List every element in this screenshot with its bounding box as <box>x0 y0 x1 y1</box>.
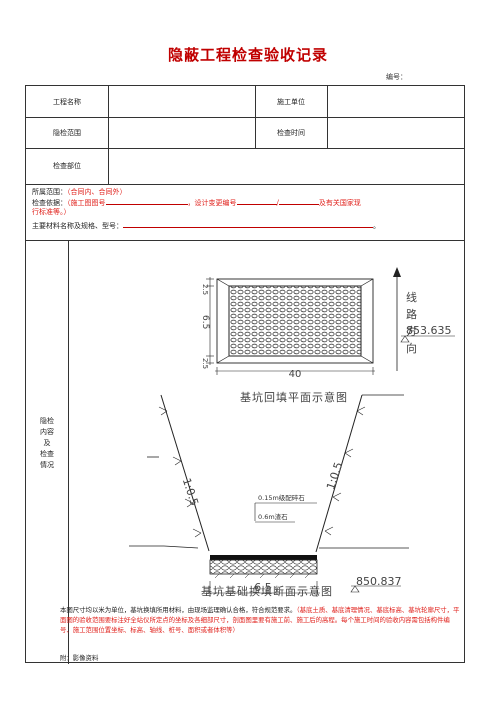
side-label-line: 检查 <box>40 450 54 458</box>
inspection-time-field[interactable] <box>327 117 466 148</box>
elevation-top: 853.635 <box>406 324 452 337</box>
layer-gravel-label: 0.15m级配碎石 <box>258 493 305 502</box>
material-label: 主要材料名称及规格、型号： <box>32 222 123 230</box>
plan-outer-rect <box>216 278 374 364</box>
plan-dim-mid: 6.5 <box>200 315 210 329</box>
notes: 本图尺寸均以米为单位，基坑换填所用材料，由现场监理确认合格，符合规范要求。（基底… <box>60 605 460 635</box>
construction-unit-label: 施工单位 <box>277 97 305 106</box>
left-slope <box>160 394 210 552</box>
plan-view-title: 基坑回填平面示意图 <box>240 390 348 404</box>
doc-number-label: 编号： <box>386 73 407 81</box>
project-name-label: 工程名称 <box>53 97 81 106</box>
plan-dim-width: 40 <box>289 369 302 380</box>
inspection-part-label: 检查部位 <box>53 162 81 170</box>
range-value: （合同内、合同外） <box>67 188 127 196</box>
basis-label: 检查依据： <box>32 199 67 207</box>
side-label-line: 情况 <box>40 461 54 469</box>
side-label-line: 及 <box>43 439 51 447</box>
range-label: 所属范围： <box>32 188 67 196</box>
inspection-scope-label: 隐检范围 <box>53 128 81 137</box>
construction-unit-field[interactable] <box>327 86 466 117</box>
content-side-label: 隐检 内容 及 检查 情况 <box>26 416 68 471</box>
basis-slash: / <box>276 199 279 207</box>
section-view-title: 基坑基础换填断面示意图 <box>201 585 333 598</box>
layer-stone-label: 0.6m渣石 <box>258 512 288 521</box>
inspection-time-label: 检查时间 <box>277 128 305 137</box>
note-red: （基底土质、基底清理情况、基底标高、基坑轮廓尺寸，平面图的验收范围要标注好全站仪… <box>60 606 460 634</box>
right-slope <box>315 394 363 553</box>
slope-right-label: 1:0.5 <box>324 460 345 491</box>
drawings: 2.5 6.5 2.5 40 线 路 方 向 基坑回填平面示意图 <box>129 267 455 597</box>
graded-gravel-layer <box>210 555 317 560</box>
note-black: 本图尺寸均以米为单位，基坑换填所用材料，由现场监理确认合格，符合规范要求。 <box>60 606 297 614</box>
inspection-part-field[interactable] <box>108 148 466 184</box>
plan-dim-top: 2.5 <box>201 284 209 295</box>
section-bottom-width: 6.5 <box>254 581 272 594</box>
material-line: 主要材料名称及规格、型号： 。 <box>32 220 380 231</box>
basis-change: ，设计变更编号 <box>187 199 237 207</box>
change-no-blank-2[interactable] <box>278 197 319 205</box>
basis-national: 及有关国家现 <box>318 199 361 207</box>
project-name-field[interactable] <box>108 86 255 117</box>
side-label-line: 内容 <box>40 428 54 436</box>
basis-national-cont: 行标准等。） <box>32 208 71 216</box>
plan-dim-bottom: 2.5 <box>201 358 209 369</box>
material-end: 。 <box>373 222 380 230</box>
plan-fill-area <box>228 285 362 357</box>
side-label-line: 隐检 <box>40 417 54 425</box>
drawing-no-blank[interactable] <box>105 197 188 205</box>
inspection-scope-field[interactable] <box>108 117 255 148</box>
route-direction-label: 线 路 方 向 <box>406 290 421 355</box>
appendix-label: 附：影像资料 <box>60 654 99 662</box>
section-view: 0.15m级配碎石 0.6m渣石 1:0.5 1:0.5 853.635 850… <box>129 324 455 597</box>
change-no-blank-1[interactable] <box>236 197 277 205</box>
basis-line: 检查依据：（施工图图号 ，设计变更编号 / 及有关国家现 <box>32 197 361 208</box>
inspection-form: 工程名称 施工单位 隐检范围 检查时间 检查部位 所属范围：（合同内、合同外） … <box>25 85 466 664</box>
rubble-stone-layer <box>209 559 318 575</box>
slope-left-label: 1:0.5 <box>180 476 201 507</box>
material-blank[interactable] <box>123 220 373 228</box>
plan-view: 2.5 6.5 2.5 40 线 路 方 向 基坑回填平面示意图 <box>200 267 421 404</box>
range-line: 所属范围：（合同内、合同外） <box>32 187 127 197</box>
elevation-bottom: 850.837 <box>356 575 402 588</box>
page-title: 隐蔽工程检查验收记录 <box>167 46 328 64</box>
basis-drawing: （施工图图号 <box>67 199 106 207</box>
